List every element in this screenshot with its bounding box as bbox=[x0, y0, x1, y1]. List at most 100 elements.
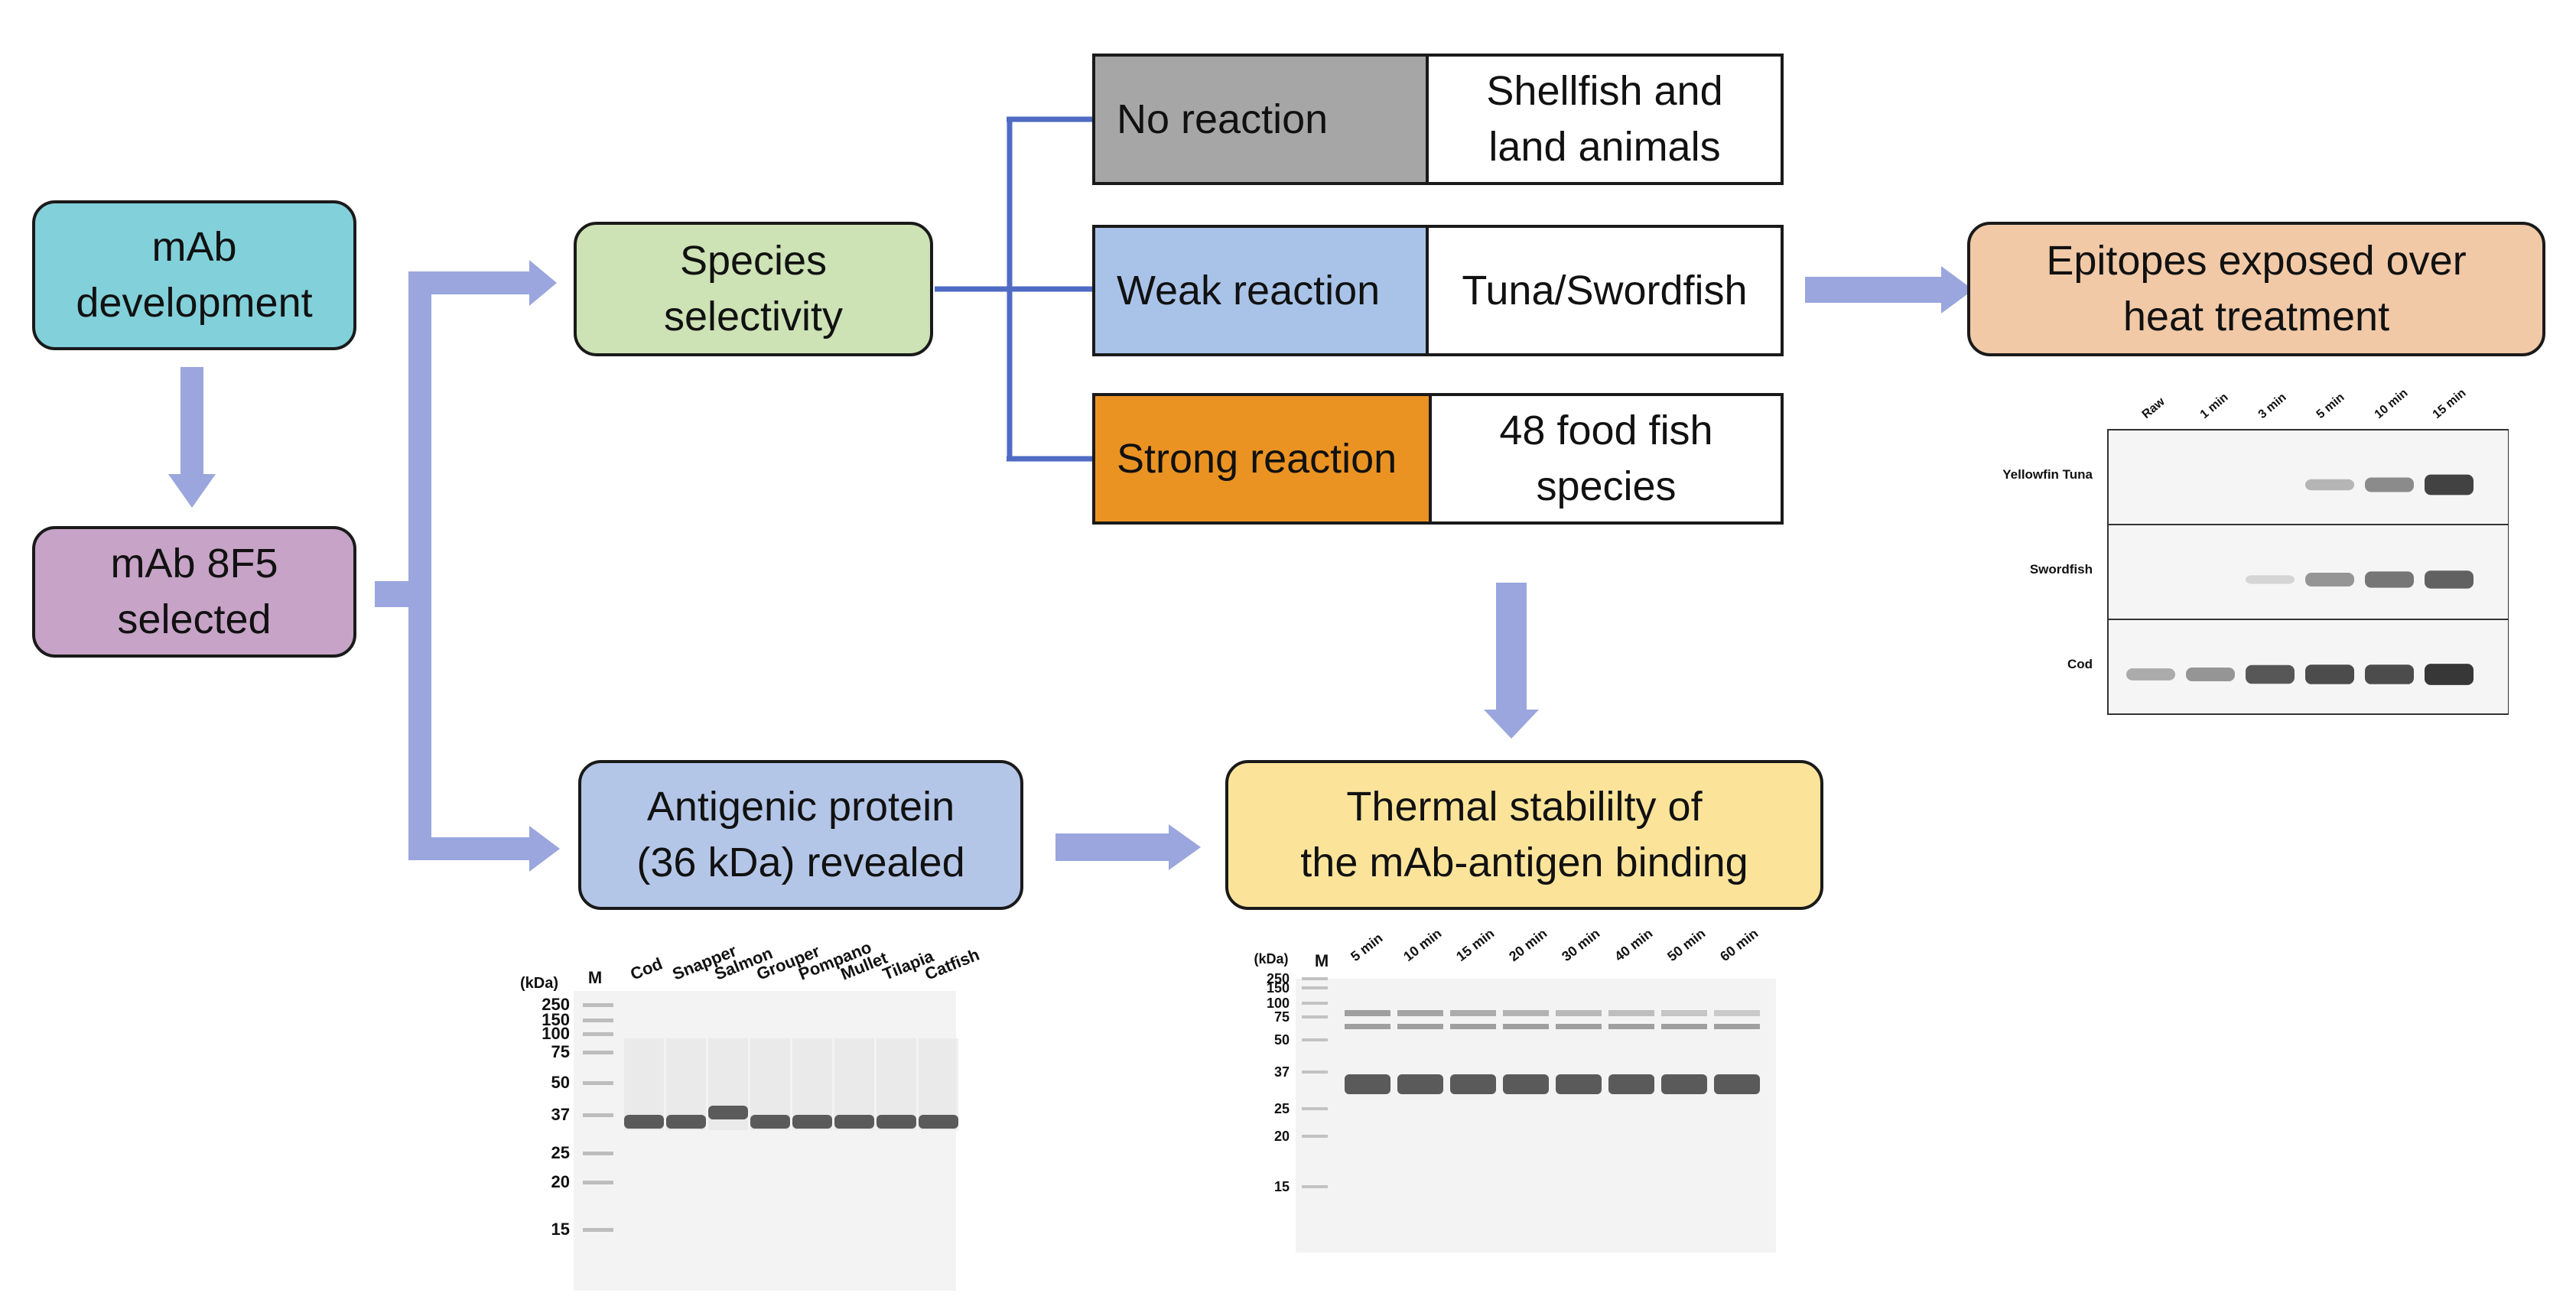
arrow-table-to-thermal-head bbox=[1484, 710, 1539, 739]
thermal-stability-node: Thermal stabililty of the mAb-antigen bi… bbox=[1225, 760, 1823, 910]
marker-lane-label: M bbox=[1315, 951, 1329, 970]
ladder-label-100: 100 bbox=[1267, 996, 1290, 1011]
arrow-dev-to-selected-head bbox=[168, 474, 216, 508]
blot-band bbox=[2425, 570, 2474, 589]
arrow-branch-upper-head bbox=[529, 260, 557, 306]
lane-label-15-min: 15 min bbox=[1453, 931, 1497, 964]
lane-label-20-min: 20 min bbox=[1506, 931, 1550, 964]
band-mullet bbox=[834, 1115, 874, 1129]
lane-label-1-min: 1 min bbox=[2198, 391, 2231, 421]
blot-band bbox=[2305, 479, 2354, 491]
ladder-band bbox=[583, 1228, 613, 1232]
band-tilapia bbox=[877, 1115, 916, 1129]
band-mid bbox=[1345, 1024, 1390, 1029]
arrow-branch-trunk bbox=[408, 271, 431, 860]
arrow-branch-lower bbox=[408, 837, 531, 860]
blot-band bbox=[2305, 664, 2354, 684]
band-pompano bbox=[792, 1115, 832, 1129]
lane-label-30-min: 30 min bbox=[1559, 931, 1602, 964]
ladder-label-20: 20 bbox=[551, 1172, 570, 1191]
row-label-yellowfin-tuna: Yellowfin Tuna bbox=[2002, 467, 2093, 482]
ladder-band bbox=[1302, 977, 1328, 980]
band-high bbox=[1503, 1010, 1549, 1016]
row-label-swordfish: Swordfish bbox=[2030, 562, 2093, 577]
band-mid bbox=[1608, 1024, 1654, 1029]
blot-band bbox=[2186, 668, 2235, 681]
band-high bbox=[1397, 1010, 1443, 1016]
lane-label-10-min: 10 min bbox=[2373, 386, 2411, 421]
arrow-antigen-to-thermal bbox=[1055, 833, 1170, 861]
ladder-band bbox=[583, 1152, 613, 1155]
ladder-label-150: 150 bbox=[542, 1010, 570, 1029]
ladder-band bbox=[1302, 1038, 1328, 1041]
ladder-band bbox=[1302, 1070, 1328, 1074]
lane-label-10-min: 10 min bbox=[1400, 931, 1444, 964]
mab-selected-node: mAb 8F5 selected bbox=[32, 526, 356, 658]
gel-background bbox=[1296, 979, 1776, 1252]
lane-label-3-min: 3 min bbox=[2256, 391, 2289, 421]
ladder-label-100: 100 bbox=[542, 1024, 570, 1043]
weak-reaction-label: Weak reaction bbox=[1092, 225, 1429, 356]
band-high bbox=[1556, 1010, 1602, 1016]
lane-label-Raw: Raw bbox=[2140, 395, 2168, 422]
ladder-band bbox=[1302, 1002, 1328, 1005]
ladder-label-15: 15 bbox=[1274, 1179, 1290, 1194]
band-36kda bbox=[1556, 1074, 1602, 1094]
blot-band bbox=[2425, 474, 2474, 495]
band-high bbox=[1608, 1010, 1654, 1016]
lane-label-catfish: Catfish bbox=[922, 945, 982, 984]
lane-label-cod: Cod bbox=[628, 954, 665, 983]
strong-reaction-result: 48 food fish species bbox=[1429, 393, 1784, 525]
band-high bbox=[1345, 1010, 1390, 1016]
band-mid bbox=[1661, 1024, 1707, 1029]
arrow-antigen-to-thermal-head bbox=[1169, 824, 1201, 870]
marker-lane-label: M bbox=[588, 968, 602, 987]
row-label-cod: Cod bbox=[2067, 657, 2093, 671]
ladder-band bbox=[583, 1181, 613, 1184]
band-36kda bbox=[1345, 1074, 1390, 1094]
band-mid bbox=[1714, 1024, 1760, 1029]
arrow-branch-lower-head bbox=[529, 826, 560, 872]
band-grouper bbox=[750, 1115, 790, 1129]
no-reaction-label: No reaction bbox=[1092, 54, 1429, 185]
ladder-label-37: 37 bbox=[551, 1105, 570, 1124]
ladder-label-150: 150 bbox=[1267, 980, 1290, 996]
lane-label-50-min: 50 min bbox=[1664, 931, 1708, 964]
ladder-band bbox=[1302, 986, 1328, 989]
arrow-branch-upper bbox=[408, 271, 531, 294]
lane-label-5-min: 5 min bbox=[1348, 931, 1385, 964]
band-36kda bbox=[1608, 1074, 1654, 1094]
band-mid bbox=[1450, 1024, 1496, 1029]
band-high bbox=[1450, 1010, 1496, 1016]
band-36kda bbox=[1503, 1074, 1549, 1094]
lane-label-15-min: 15 min bbox=[2431, 386, 2469, 421]
blot-band bbox=[2365, 664, 2414, 684]
ladder-label-20: 20 bbox=[1274, 1129, 1290, 1144]
lane-label-40-min: 40 min bbox=[1612, 931, 1655, 964]
ladder-band bbox=[583, 1032, 613, 1036]
band-snapper bbox=[666, 1115, 706, 1129]
ladder-label-250: 250 bbox=[542, 995, 570, 1014]
band-36kda bbox=[1397, 1074, 1443, 1094]
ladder-label-25: 25 bbox=[1274, 1101, 1290, 1116]
strong-reaction-label: Strong reaction bbox=[1092, 393, 1432, 525]
band-mid bbox=[1503, 1024, 1549, 1029]
mab-development-node: mAb development bbox=[32, 200, 356, 350]
ladder-label-250: 250 bbox=[1267, 971, 1290, 986]
blot-band bbox=[2365, 571, 2414, 588]
blot-band bbox=[2305, 573, 2354, 586]
species-selectivity-node: Species selectivity bbox=[574, 222, 933, 356]
ladder-band bbox=[583, 1018, 613, 1022]
band-catfish bbox=[919, 1115, 958, 1129]
epitopes-node: Epitopes exposed over heat treatment bbox=[1967, 222, 2545, 356]
arrow-weak-to-epitopes bbox=[1805, 277, 1943, 303]
ladder-label-50: 50 bbox=[551, 1073, 570, 1092]
ladder-band bbox=[583, 1051, 613, 1054]
reaction-tree-lines bbox=[935, 116, 1092, 462]
band-mid bbox=[1397, 1024, 1443, 1029]
band-high bbox=[1714, 1010, 1760, 1016]
